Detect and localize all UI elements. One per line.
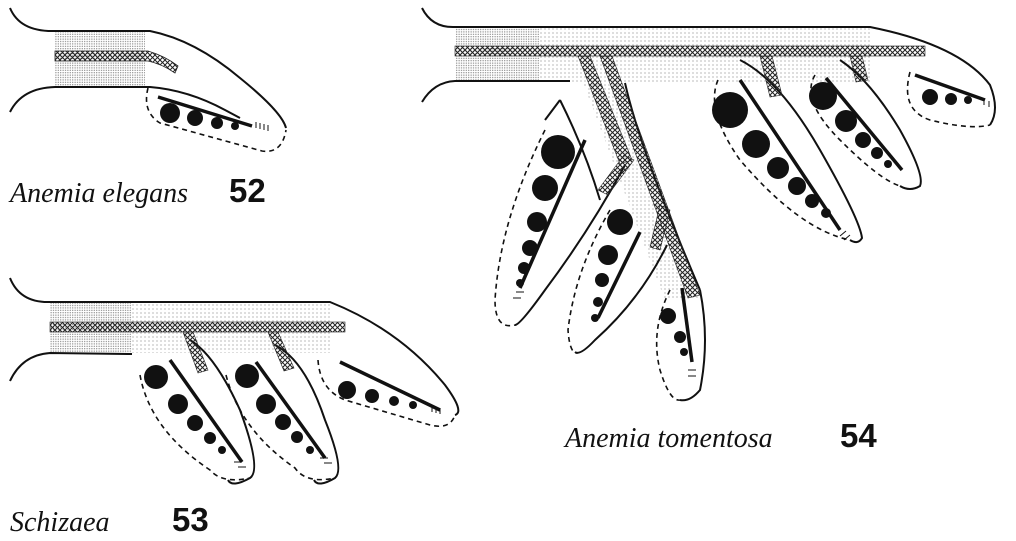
species-label-52: Anemia elegans bbox=[8, 178, 188, 209]
figure-number-52: 52 bbox=[229, 172, 266, 209]
species-label-53: Schizaea bbox=[10, 507, 110, 538]
figure-52-drawing bbox=[10, 8, 286, 151]
figure-54-drawing bbox=[422, 8, 995, 400]
figure-53-drawing bbox=[10, 278, 458, 484]
figure-number-54: 54 bbox=[840, 417, 877, 454]
figure-number-53: 53 bbox=[172, 501, 209, 538]
species-label-54: Anemia tomentosa bbox=[563, 423, 773, 454]
